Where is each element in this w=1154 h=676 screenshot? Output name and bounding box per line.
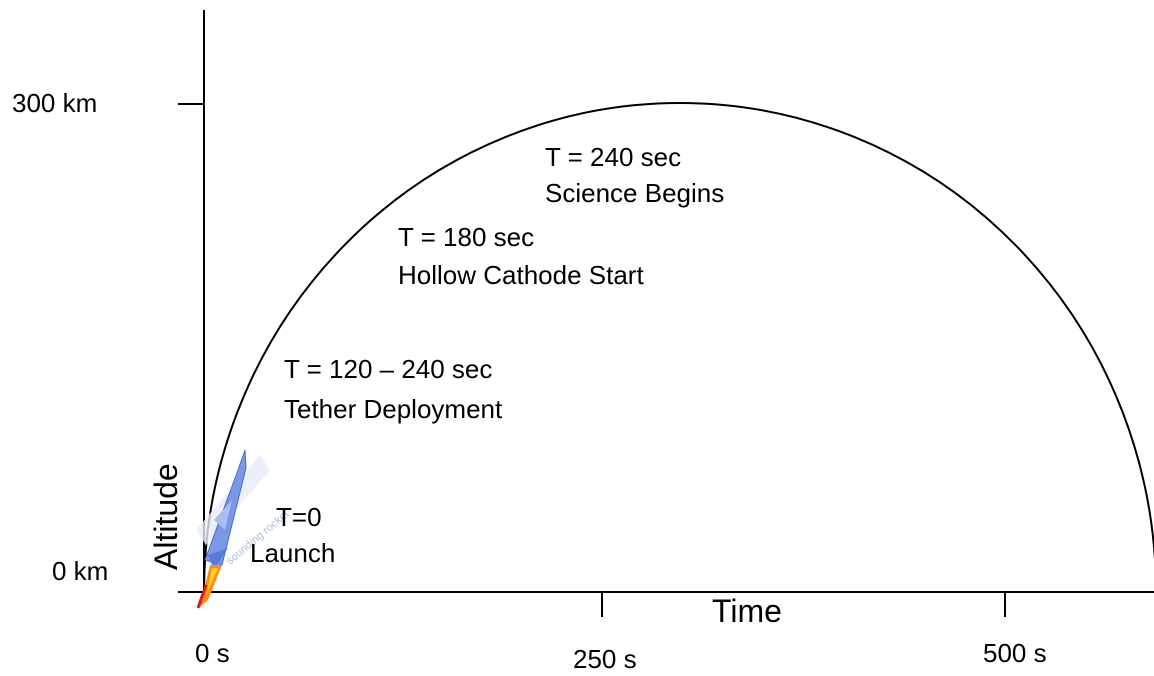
- event-launch-label: Launch: [250, 538, 336, 568]
- y-axis-title: Altitude: [148, 463, 184, 570]
- event-cathode-label: Hollow Cathode Start: [398, 260, 644, 290]
- y-tick-label-300: 300 km: [12, 88, 98, 118]
- event-tether-time: T = 120 – 240 sec: [284, 354, 493, 384]
- x-axis-title: Time: [712, 593, 782, 629]
- x-tick-label-250: 250 s: [573, 644, 637, 674]
- event-science-label: Science Begins: [545, 178, 725, 208]
- event-tether-label: Tether Deployment: [284, 394, 503, 424]
- x-tick-label-0: 0 s: [195, 638, 230, 668]
- event-launch-time: T=0: [276, 502, 322, 532]
- event-cathode-time: T = 180 sec: [398, 222, 535, 252]
- event-science-time: T = 240 sec: [545, 142, 682, 172]
- y-tick-label-0: 0 km: [52, 556, 109, 586]
- x-tick-label-500: 500 s: [983, 638, 1047, 668]
- trajectory-arc: [203, 102, 1154, 593]
